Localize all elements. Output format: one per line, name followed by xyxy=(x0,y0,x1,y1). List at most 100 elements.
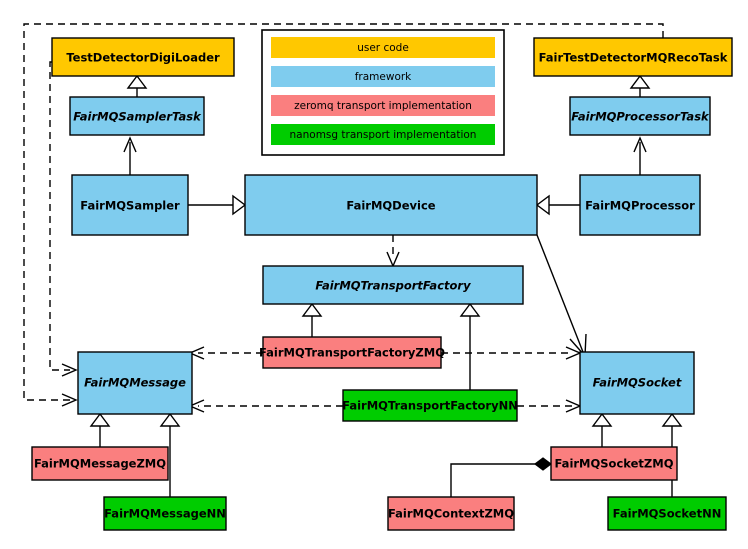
node-fairmqprocessortask[interactable]: FairMQProcessorTask xyxy=(569,96,711,136)
node-box[interactable] xyxy=(31,446,169,481)
node-box[interactable] xyxy=(71,174,189,236)
edge-samplertask-to-digiloader xyxy=(126,74,148,97)
legend-swatch-framework xyxy=(271,66,495,87)
edge-recotask-to-message xyxy=(23,23,664,407)
node-fairmqmessage[interactable]: FairMQMessage xyxy=(77,351,193,415)
arrowhead-open-icon xyxy=(123,136,137,153)
legend-label: user code xyxy=(357,42,409,54)
edge-line xyxy=(536,234,584,353)
node-fairmqtransportfactorynn[interactable]: FairMQTransportFactoryNN xyxy=(342,389,518,422)
arrowhead-triangle-icon xyxy=(159,412,181,427)
node-box[interactable] xyxy=(569,96,711,136)
node-fairmqtransportfactoryzmq[interactable]: FairMQTransportFactoryZMQ xyxy=(259,336,445,369)
node-box[interactable] xyxy=(550,446,678,481)
node-fairmqmessagenn[interactable]: FairMQMessageNN xyxy=(103,496,227,531)
legend-item-nanomsg: nanomsg transport implementation xyxy=(271,124,495,145)
node-label: FairMQTransportFactoryZMQ xyxy=(259,346,445,360)
edge-sampler-to-samplertask xyxy=(123,136,137,175)
node-label: FairMQDevice xyxy=(346,199,435,213)
edge-processor-to-processortask xyxy=(633,136,647,175)
node-fairmqsocketnn[interactable]: FairMQSocketNN xyxy=(607,496,727,531)
arrowhead-triangle-icon xyxy=(232,194,247,216)
node-fairtestdetectormqrecotask[interactable]: FairTestDetectorMQRecoTask xyxy=(533,37,733,77)
node-fairmqsocket[interactable]: FairMQSocket xyxy=(579,351,695,415)
node-box[interactable] xyxy=(244,174,538,236)
node-box[interactable] xyxy=(262,336,442,369)
node-label: FairMQMessageNN xyxy=(104,507,226,521)
diamond-composition-icon xyxy=(534,457,552,471)
legend-swatch-user-code xyxy=(271,37,495,58)
node-box[interactable] xyxy=(579,351,695,415)
node-box[interactable] xyxy=(387,496,515,531)
node-box[interactable] xyxy=(579,174,701,236)
node-box[interactable] xyxy=(533,37,733,77)
node-box[interactable] xyxy=(51,37,235,77)
edge-transportfactorynn-to-message xyxy=(188,399,343,413)
node-fairmqdevice[interactable]: FairMQDevice xyxy=(244,174,538,236)
edge-sampler-to-device xyxy=(188,194,247,216)
edge-line xyxy=(450,463,535,497)
node-fairmqtransportfactory[interactable]: FairMQTransportFactory xyxy=(262,265,524,305)
node-label: FairMQSocketNN xyxy=(613,507,722,521)
node-label: FairMQProcessorTask xyxy=(571,110,710,124)
node-label: FairMQProcessor xyxy=(585,199,695,213)
node-box[interactable] xyxy=(77,351,193,415)
legend-label: zeromq transport implementation xyxy=(294,100,472,112)
node-label: FairMQMessage xyxy=(84,376,186,390)
edge-transportfactoryzmq-to-message xyxy=(188,346,263,360)
arrowhead-triangle-icon xyxy=(535,194,550,216)
node-fairmqprocessor[interactable]: FairMQProcessor xyxy=(579,174,701,236)
legend-item-framework: framework xyxy=(271,66,495,87)
node-box[interactable] xyxy=(69,96,205,136)
arrowhead-triangle-icon xyxy=(89,412,111,427)
edge-messagenn-to-message xyxy=(159,412,181,497)
node-box[interactable] xyxy=(103,496,227,531)
node-fairmqsampler[interactable]: FairMQSampler xyxy=(71,174,189,236)
legend: user code framework zeromq transport imp… xyxy=(261,29,505,156)
arrowhead-triangle-icon xyxy=(661,412,683,427)
node-box[interactable] xyxy=(342,389,518,422)
node-fairmqsocketzmq[interactable]: FairMQSocketZMQ xyxy=(550,446,678,481)
node-label: FairMQSampler xyxy=(80,199,180,213)
node-fairmqcontextzmq[interactable]: FairMQContextZMQ xyxy=(387,496,515,531)
node-label: FairMQContextZMQ xyxy=(388,507,514,521)
arrowhead-triangle-icon xyxy=(629,74,651,89)
arrowhead-open-icon xyxy=(633,136,647,153)
node-label: FairMQSocket xyxy=(593,376,682,390)
arrowhead-triangle-icon xyxy=(459,302,481,317)
edge-transportfactoryzmq-to-socket xyxy=(441,346,582,360)
node-label: FairTestDetectorMQRecoTask xyxy=(539,51,728,65)
arrowhead-triangle-icon xyxy=(591,412,613,427)
node-fairmqsamplertask[interactable]: FairMQSamplerTask xyxy=(69,96,205,136)
edge-line xyxy=(49,61,70,371)
node-box[interactable] xyxy=(262,265,524,305)
edge-line xyxy=(23,23,664,401)
legend-item-zeromq: zeromq transport implementation xyxy=(271,95,495,116)
node-layer: TestDetectorDigiLoader FairTestDetectorM… xyxy=(31,37,733,531)
edge-processor-to-device xyxy=(535,194,580,216)
node-box[interactable] xyxy=(607,496,727,531)
edge-transportfactoryzmq-to-factory xyxy=(301,302,323,337)
arrowhead-triangle-icon xyxy=(301,302,323,317)
edge-device-to-transportfactory xyxy=(386,235,400,268)
node-label: TestDetectorDigiLoader xyxy=(66,51,220,65)
node-label: FairMQSocketZMQ xyxy=(555,457,674,471)
legend-label: framework xyxy=(355,71,412,83)
edge-processortask-to-recotask xyxy=(629,74,651,97)
edge-digiloader-to-message xyxy=(49,61,78,377)
node-label: FairMQMessageZMQ xyxy=(34,457,166,471)
arrowhead-open-icon xyxy=(386,251,400,268)
edge-socketzmq-to-socket xyxy=(591,412,613,447)
legend-item-user-code: user code xyxy=(271,37,495,58)
edge-layer xyxy=(23,23,683,497)
arrowhead-open-icon xyxy=(61,363,78,377)
arrowhead-triangle-icon xyxy=(126,74,148,89)
edge-transportfactorynn-to-socket xyxy=(517,399,582,413)
edge-contextzmq-to-socketzmq xyxy=(450,457,552,497)
legend-label: nanomsg transport implementation xyxy=(290,129,477,141)
arrowhead-open-icon xyxy=(61,393,78,407)
node-fairmqmessagezmq[interactable]: FairMQMessageZMQ xyxy=(31,446,169,481)
node-testdetectordigiloader[interactable]: TestDetectorDigiLoader xyxy=(51,37,235,77)
